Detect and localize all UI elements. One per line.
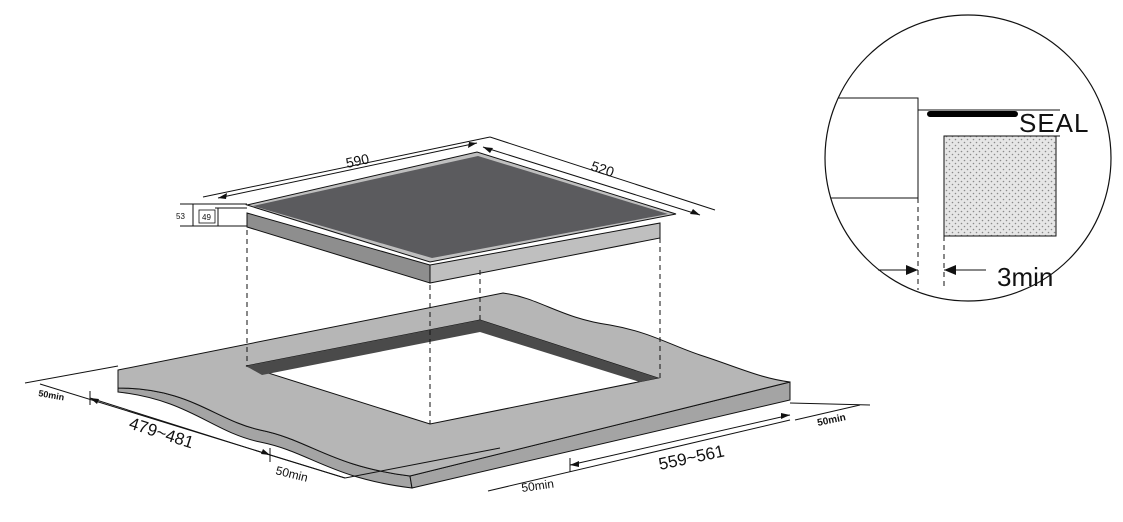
seal-label: SEAL xyxy=(1019,108,1090,138)
cutout-side-wall xyxy=(480,320,658,382)
hob-body-height-label: 49 xyxy=(202,213,211,222)
clearance-front-right-label: 50min xyxy=(520,477,554,495)
cutout-depth-label: 479~481 xyxy=(127,414,196,453)
worktop-section xyxy=(943,135,1057,237)
detail-circle xyxy=(824,14,1112,302)
cutout-back-wall xyxy=(246,320,480,375)
projection-lines xyxy=(246,230,661,424)
hob-glass xyxy=(253,156,668,258)
clearance-right-label: 50min xyxy=(816,412,847,429)
cutout-dimension-lines xyxy=(24,365,871,492)
cutout-width-label: 559~561 xyxy=(657,441,726,473)
seal-detail xyxy=(824,14,1112,302)
hob-depth-label: 520 xyxy=(589,158,616,181)
hob-total-height-label: 53 xyxy=(176,212,185,221)
gap-label: 3min xyxy=(997,262,1053,292)
hob-width-label: 590 xyxy=(344,150,370,171)
clearance-front-left-label: 50min xyxy=(274,463,309,484)
gap-arrow-right xyxy=(944,265,956,275)
worktop xyxy=(117,292,791,489)
hob xyxy=(245,151,677,284)
clearance-back-left-label: 50min xyxy=(38,388,65,402)
gap-arrow-left xyxy=(906,265,918,275)
hob-dimensions xyxy=(180,136,716,227)
